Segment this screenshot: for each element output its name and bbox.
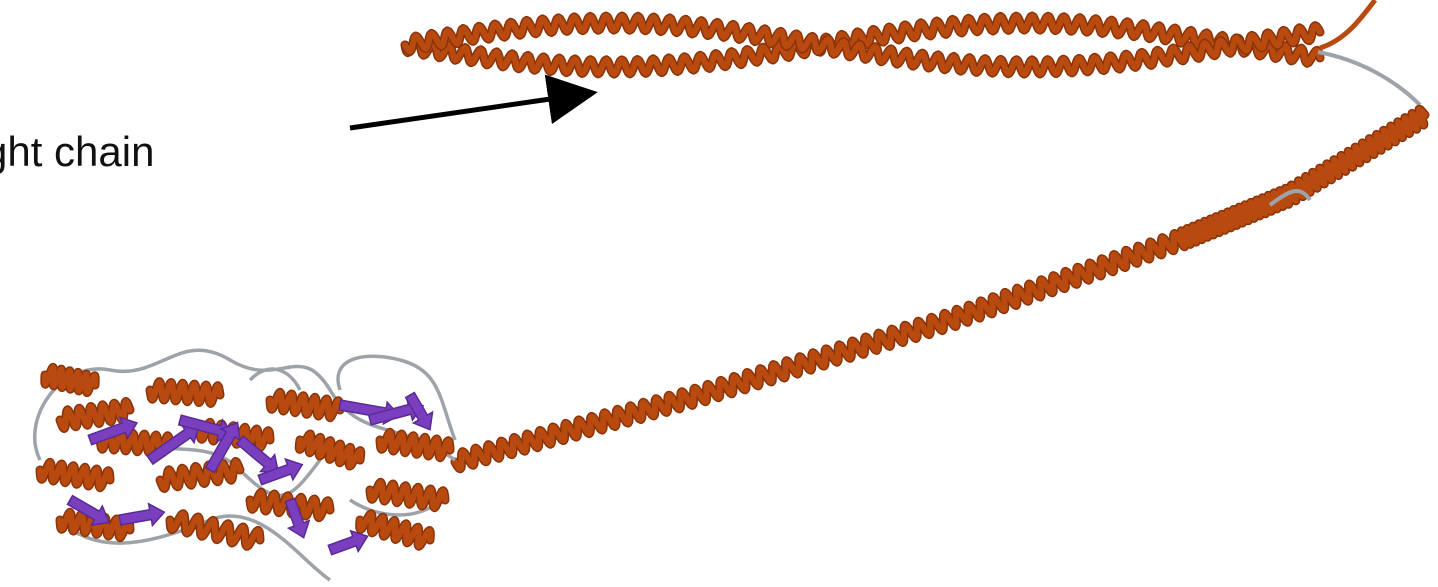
loop-segment [338, 356, 455, 440]
head-helix [45, 367, 95, 392]
head-helix [270, 392, 340, 417]
long-helix-ribbon [455, 109, 1425, 469]
light-chain-label: ght chain [0, 128, 154, 176]
globular-head-domain [35, 350, 455, 580]
head-helix [160, 462, 240, 489]
head-helix [380, 432, 450, 457]
tail-strand [1320, 0, 1375, 48]
head-helix [370, 482, 445, 507]
tail-loop [1318, 52, 1420, 105]
coiled-coil-light-chain-helices [405, 0, 1420, 105]
head-helix [299, 434, 361, 466]
long-linker-helix [455, 109, 1425, 469]
pointer-arrow [350, 95, 578, 128]
head-helix [150, 382, 220, 404]
head-helix [40, 462, 110, 487]
loop-segment [250, 369, 300, 390]
head-helix [360, 514, 431, 546]
